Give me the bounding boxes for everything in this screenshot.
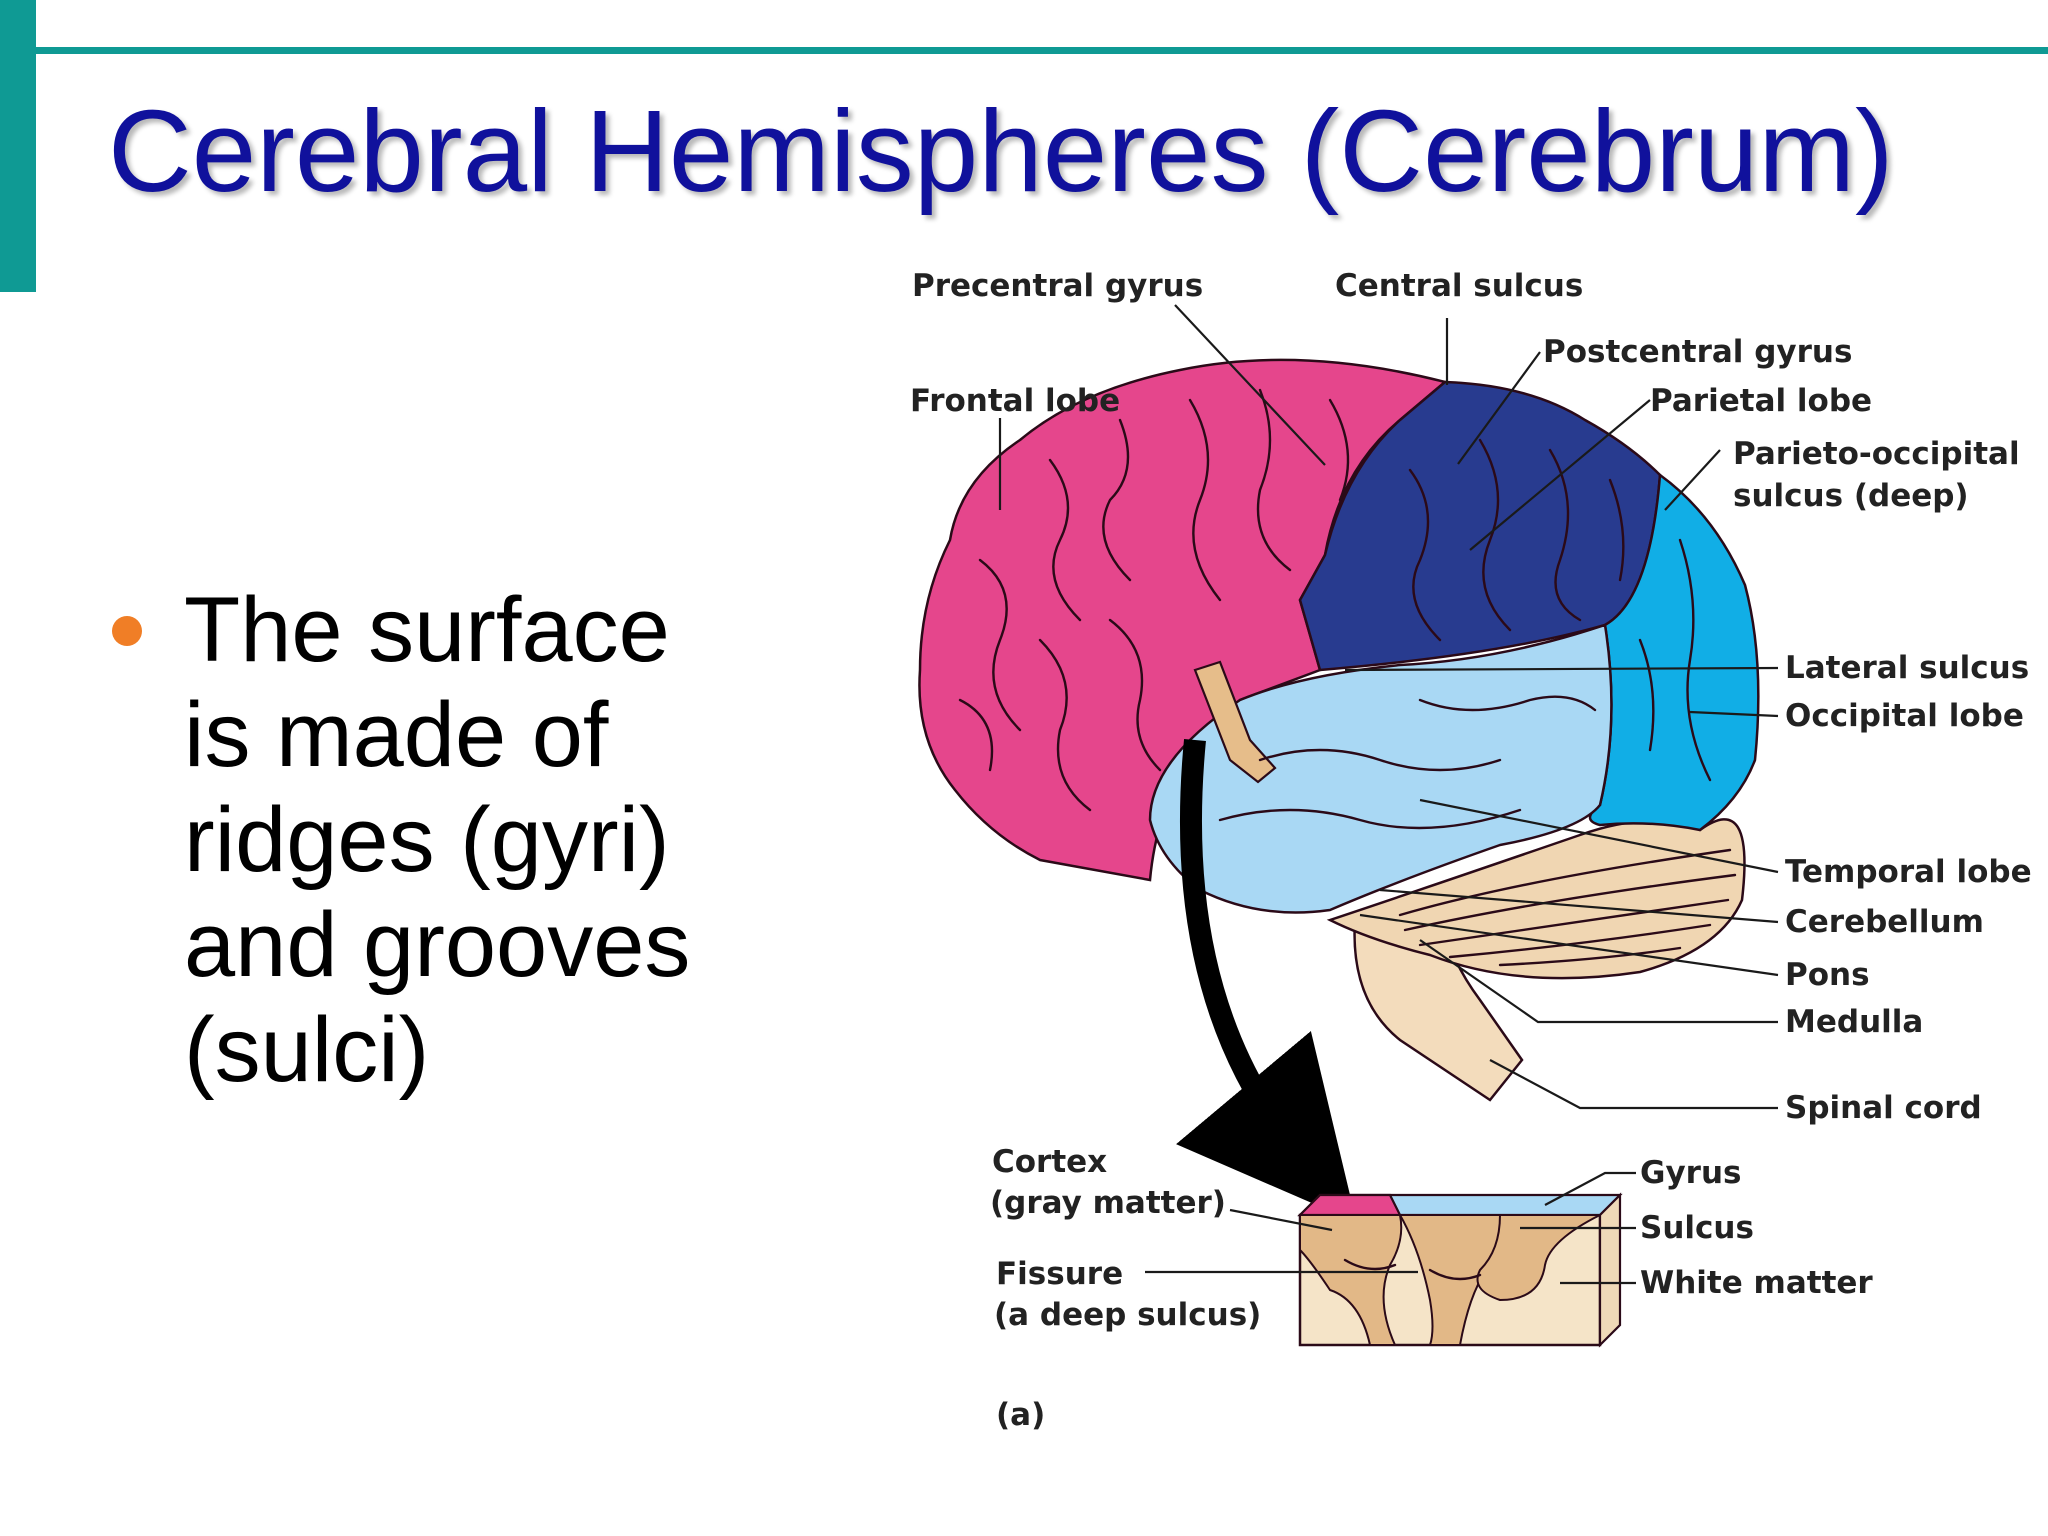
label-gyrus: Gyrus [1640, 1155, 1741, 1191]
label-panel-a: (a) [996, 1397, 1045, 1433]
label-occipital-lobe: Occipital lobe [1785, 698, 2024, 734]
label-fissure-2: (a deep sulcus) [994, 1297, 1261, 1333]
cortex-block [1297, 1192, 1623, 1348]
accent-rule [36, 47, 2048, 54]
cerebellum-shape [1326, 818, 1746, 980]
label-temporal-lobe: Temporal lobe [1785, 854, 2032, 890]
label-lateral-sulcus: Lateral sulcus [1785, 650, 2029, 686]
bullet-dot-icon [112, 616, 142, 646]
accent-bar [0, 0, 36, 292]
label-cerebellum: Cerebellum [1785, 904, 1984, 940]
label-sulcus: Sulcus [1640, 1210, 1754, 1246]
label-cortex-2: (gray matter) [990, 1185, 1226, 1221]
label-postcentral-gyrus: Postcentral gyrus [1543, 334, 1852, 370]
label-white-matter: White matter [1640, 1265, 1873, 1301]
label-parietal-lobe: Parietal lobe [1650, 383, 1872, 419]
bullet-text: The surface is made of ridges (gyri) and… [184, 579, 691, 1101]
slide-title: Cerebral Hemispheres (Cerebrum) [108, 86, 1894, 216]
label-precentral-gyrus: Precentral gyrus [912, 268, 1203, 304]
bullet-item: The surface is made of ridges (gyri) and… [108, 578, 744, 1103]
label-parieto-occipital-1: Parieto-occipital [1733, 436, 2020, 472]
label-spinal-cord: Spinal cord [1785, 1090, 1982, 1126]
bullet-list: The surface is made of ridges (gyri) and… [108, 578, 744, 1103]
label-parieto-occipital-2: sulcus (deep) [1733, 478, 1969, 514]
temporal-lobe-shape [1148, 623, 1613, 914]
label-cortex-1: Cortex [992, 1144, 1107, 1180]
insula-shape [1193, 660, 1277, 784]
label-central-sulcus: Central sulcus [1335, 268, 1583, 304]
label-medulla: Medulla [1785, 1004, 1923, 1040]
label-frontal-lobe: Frontal lobe [910, 383, 1120, 419]
label-fissure-1: Fissure [996, 1256, 1123, 1292]
zoom-arrow [1176, 738, 1357, 1223]
label-pons: Pons [1785, 957, 1870, 993]
